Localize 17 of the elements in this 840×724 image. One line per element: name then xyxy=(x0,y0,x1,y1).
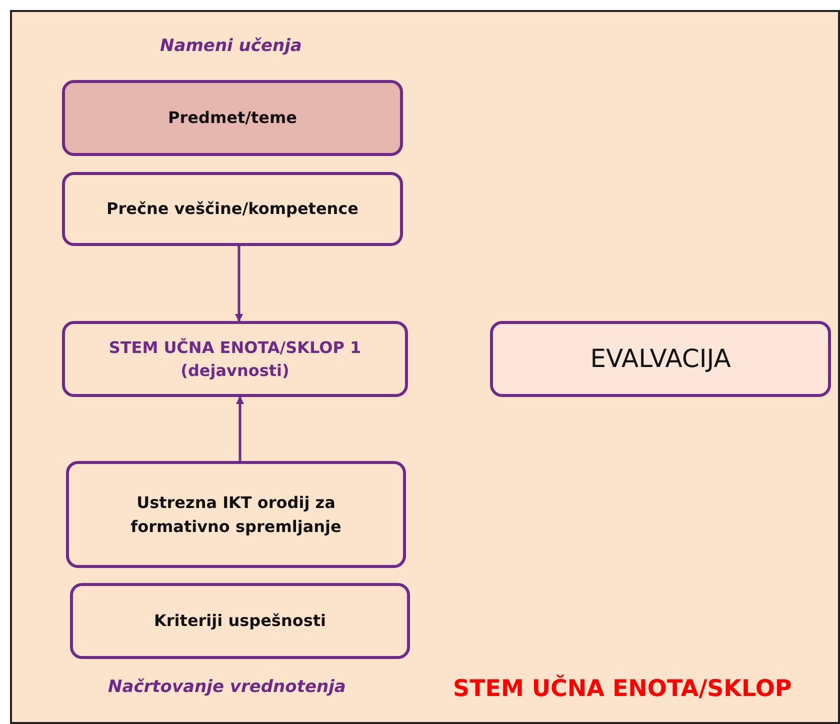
section-heading: Nameni učenja xyxy=(160,36,302,56)
process-box xyxy=(70,583,410,659)
process-box xyxy=(62,172,403,246)
process-box xyxy=(490,321,831,397)
box-label: Prečne veščine/kompetence xyxy=(105,198,360,220)
diagram-title: STEM UČNA ENOTA/SKLOP xyxy=(453,676,792,702)
arrow xyxy=(235,246,243,322)
arrow xyxy=(236,396,244,461)
process-box xyxy=(62,80,403,156)
section-heading: Načrtovanje vrednotenja xyxy=(108,677,346,697)
box-label: Kriteriji uspešnosti xyxy=(153,610,327,632)
process-box xyxy=(66,461,406,568)
box-label: Ustrezna IKT orodij za formativno spremljanje xyxy=(130,492,342,538)
box-label: EVALVACIJA xyxy=(589,342,732,375)
process-box xyxy=(62,321,408,397)
box-label: Predmet/teme xyxy=(167,107,298,130)
box-label: STEM UČNA ENOTA/SKLOP 1 (dejavnosti) xyxy=(108,336,362,382)
